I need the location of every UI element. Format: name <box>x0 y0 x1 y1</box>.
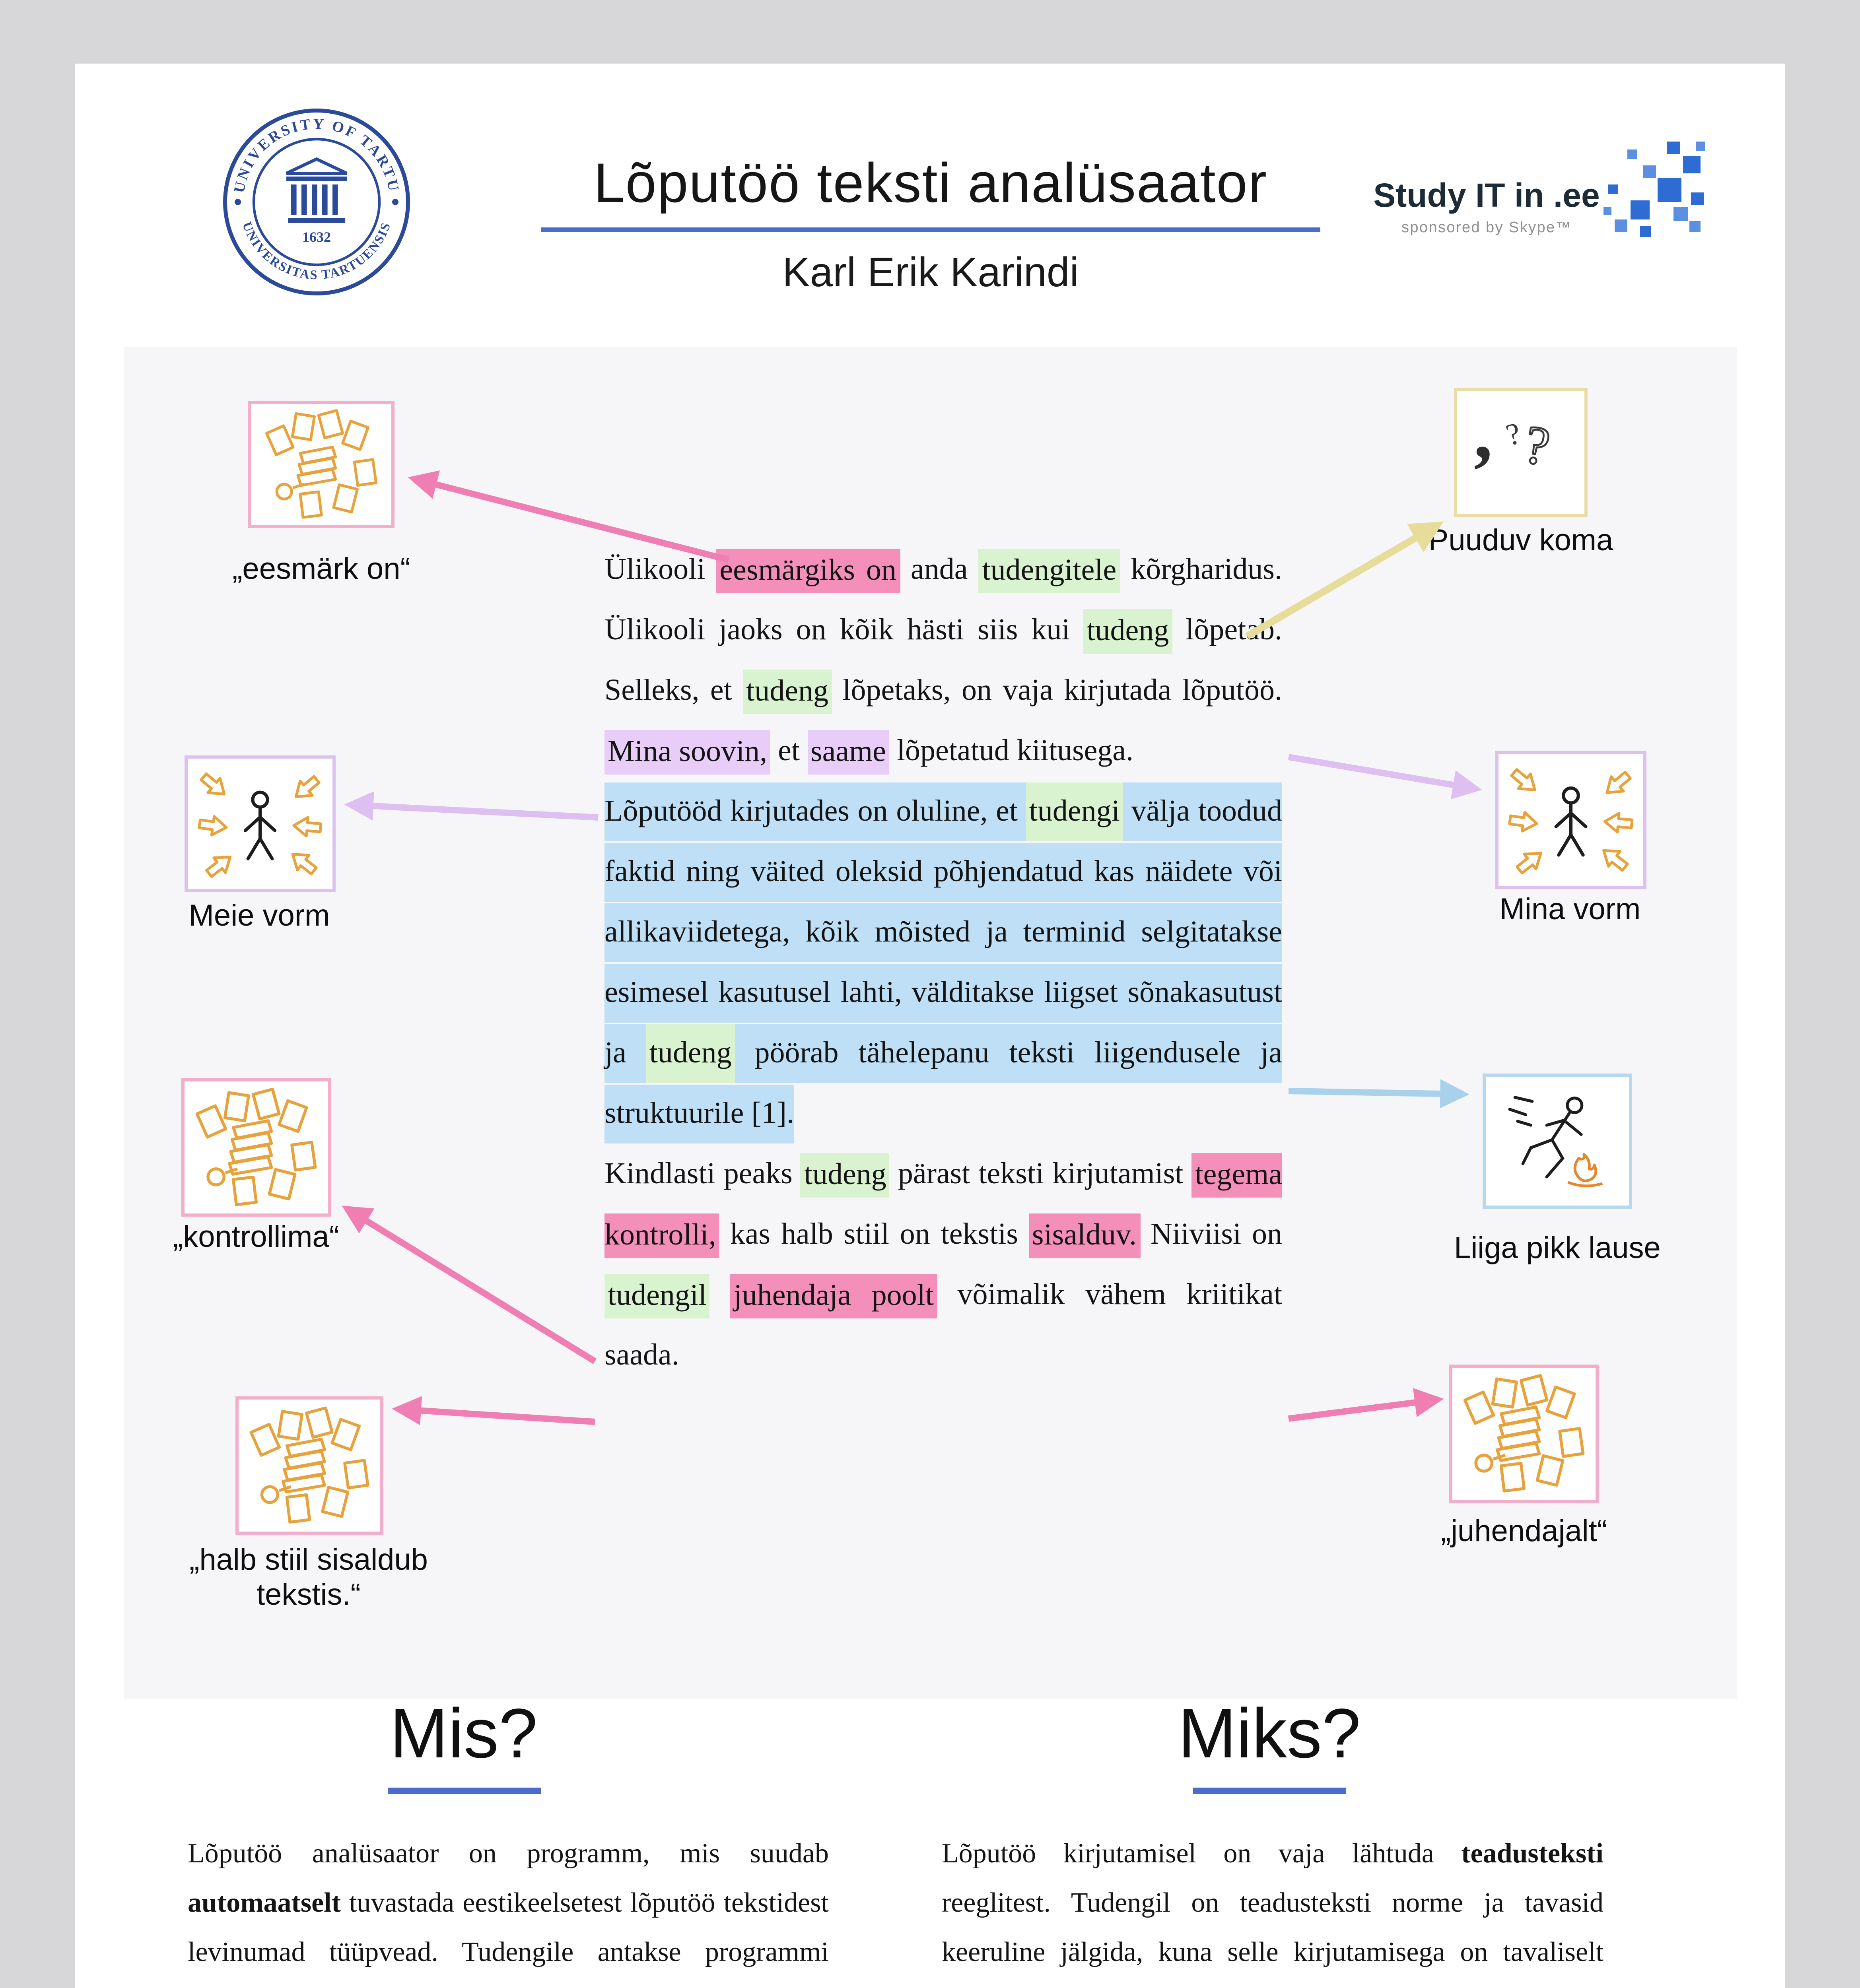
callout-label-liiga-pikk-lause: Liiga pikk lause <box>1454 1233 1661 1266</box>
paper-stack-icon <box>249 1406 369 1524</box>
analysis-panel: „eesmärk on“ , ? ? Puuduv koma <box>124 347 1737 1699</box>
callout-label-eesmark: „eesmärk on“ <box>232 553 410 587</box>
icon-box-juhendajalt <box>1449 1365 1599 1503</box>
poster-author: Karl Erik Karindi <box>782 248 1079 296</box>
mis-text: Lõputöö analüsaator on programm, mis suu… <box>188 1829 829 1988</box>
svg-text:1632: 1632 <box>302 229 331 245</box>
miks-heading: Miks? <box>1178 1695 1361 1773</box>
poster-title: Lõputöö teksti analüsaator <box>593 153 1268 215</box>
paragraph-2: Lõputööd kirjutades on oluline, et tuden… <box>604 782 1282 1145</box>
callout-label-meie-vorm: Meie vorm <box>189 900 330 934</box>
running-figure-icon <box>1508 1096 1603 1187</box>
callout-label-puuduv-koma: Puuduv koma <box>1428 525 1613 558</box>
miks-heading-underline <box>1193 1788 1346 1794</box>
section-heading-mis: Mis? <box>143 1695 784 1794</box>
title-underline <box>541 227 1320 232</box>
paragraph-1: Ülikooli eesmärgiks on anda tudengitele … <box>604 541 1282 782</box>
paper-stack-icon <box>1463 1374 1585 1493</box>
sponsor-name: Study IT in .ee <box>1373 178 1600 215</box>
icon-box-mina-vorm <box>1495 751 1646 889</box>
icon-box-puuduv-koma: , ? ? <box>1454 388 1588 517</box>
sponsor-tagline: sponsored by Skype™ <box>1401 219 1572 237</box>
svg-text:?: ? <box>1520 414 1554 477</box>
mis-paragraph-1: Lõputöö analüsaator on programm, mis suu… <box>188 1837 829 1988</box>
comma-question-icon: , ? ? <box>1474 396 1555 478</box>
arrow-meie-vorm <box>344 791 599 821</box>
university-of-tartu-logo: UNIVERSITY OF TARTU UNIVERSITAS TARTUENS… <box>220 105 414 299</box>
icon-box-meie-vorm <box>185 755 336 892</box>
icon-box-halb-stiil <box>235 1396 383 1535</box>
stick-figure-arrows-icon <box>1508 768 1634 875</box>
paper-stack-icon <box>195 1087 317 1206</box>
arrow-liiga-pikk-lause <box>1288 1079 1469 1109</box>
sponsor-mosaic-icon <box>1603 140 1705 242</box>
arrow-halb-stiil <box>392 1396 595 1425</box>
analysis-text: Ülikooli eesmärgiks on anda tudengitele … <box>604 541 1282 1387</box>
arrow-mina-vorm <box>1288 754 1482 800</box>
miks-paragraph-1: Lõputöö kirjutamisel on vaja lähtuda tea… <box>942 1837 1603 1988</box>
callout-label-mina-vorm: Mina vorm <box>1499 894 1641 927</box>
scattered-papers-icon <box>265 409 378 519</box>
sponsor-logo: Study IT in .ee sponsored by Skype™ <box>1347 178 1626 237</box>
poster: UNIVERSITY OF TARTU UNIVERSITAS TARTUENS… <box>75 64 1785 1988</box>
icon-box-liiga-pikk-lause <box>1483 1074 1632 1209</box>
miks-text: Lõputöö kirjutamisel on vaja lähtuda tea… <box>942 1829 1603 1988</box>
icon-box-kontrollima <box>181 1078 331 1217</box>
icon-box-eesmark <box>248 401 395 528</box>
svg-text:,: , <box>1474 396 1493 474</box>
mis-heading-underline <box>387 1788 540 1794</box>
callout-label-halb-stiil: „halb stiil sisaldub tekstis.“ <box>189 1544 428 1613</box>
callout-label-juhendajalt: „juhendajalt“ <box>1440 1516 1607 1549</box>
mis-heading: Mis? <box>390 1695 538 1773</box>
paragraph-3: Kindlasti peaks tudeng pärast teksti kir… <box>604 1145 1282 1387</box>
header: Lõputöö teksti analüsaator Karl Erik Kar… <box>398 153 1464 297</box>
svg-text:?: ? <box>1502 416 1524 452</box>
stick-figure-arrows-icon <box>198 772 323 878</box>
arrow-juhendajalt <box>1288 1388 1444 1422</box>
callout-label-kontrollima: „kontrollima“ <box>173 1221 340 1255</box>
section-heading-miks: Miks? <box>939 1695 1600 1794</box>
